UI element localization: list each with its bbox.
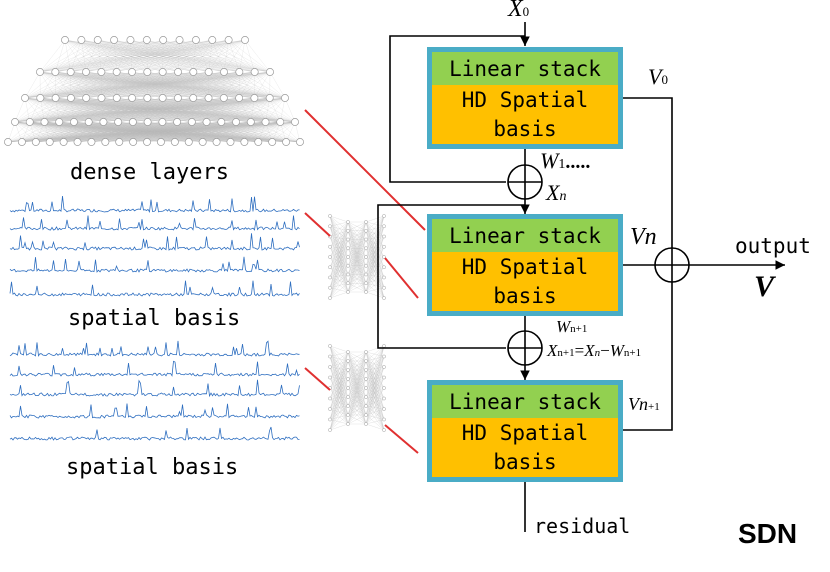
hd-spatial-line2: basis [493,283,557,308]
eq-xs: n+1 [557,347,575,359]
block-n: Linear stack HD Spatial basis [427,214,623,316]
spatial-basis-label-2: spatial basis [66,455,239,480]
connector-dense-to-block2 [304,109,426,231]
hd-spatial-line2: basis [493,449,557,474]
linear-stack-label: Linear stack [432,219,618,252]
residual-label: residual [534,514,631,538]
block-0: Linear stack HD Spatial basis [427,47,623,149]
connector-basis1-top [304,212,331,237]
sum-junction-1 [507,164,543,200]
dense-layers-label: dense layers [70,160,229,185]
eq-xns: n [594,347,601,359]
output-symbol: V [754,270,775,303]
hd-spatial-line1: HD Spatial [461,254,589,279]
sdn-title: SDN [738,518,798,549]
eq-w: W [609,341,624,360]
skip-line-xn [377,204,525,349]
w1-dots: ..... [565,151,591,173]
small-network-2 [328,344,386,432]
connector-basis2-bottom [384,424,419,454]
wn1-label: Wn+1 [556,317,587,337]
x0-sub: 0 [522,4,530,19]
xn-sub: n [559,189,567,204]
residual-equation: Xn+1=Xn−Wn+1 [547,341,641,361]
vn1-line [623,282,673,431]
skip-line-x0 [389,35,525,183]
hd-spatial-basis: HD Spatial basis [432,252,618,311]
eq-xn: X [584,341,595,360]
hd-spatial-basis: HD Spatial basis [432,85,618,144]
vn1-main: Vn [628,394,648,414]
wn1-sub: n+1 [570,323,588,335]
eq-minus: − [600,341,610,360]
spatial-basis-signals [9,195,300,441]
vn1-sub: +1 [648,401,660,413]
v0-sub: 0 [661,72,668,87]
linear-stack-label: Linear stack [432,52,618,85]
red-connectors [304,109,426,454]
spatial-basis-label-1: spatial basis [68,306,241,331]
dense-layers-network [4,36,304,146]
small-network-1 [328,214,386,300]
sum-junction-2 [507,330,543,366]
eq-equals: = [574,341,585,360]
connector-basis2-top [304,367,331,391]
x0-main: X [508,0,523,22]
block-n1: Linear stack HD Spatial basis [427,380,623,482]
sum-junction-output [654,247,690,283]
xn-main: X [546,180,560,205]
v0-main: V [648,64,662,89]
vn-label: Vn [630,224,657,250]
connector-basis1-bottom [384,257,419,299]
w1-label: W1..... [540,148,590,174]
v0-line [623,97,673,248]
eq-x: X [547,341,558,360]
hd-spatial-basis: HD Spatial basis [432,418,618,477]
eq-ws: n+1 [623,347,642,359]
output-label: output [735,234,811,258]
wn1-main: W [556,317,571,336]
hd-spatial-line2: basis [493,116,557,141]
w1-main: W [540,148,559,173]
w1-sub: 1 [558,157,566,172]
hd-spatial-line1: HD Spatial [461,420,589,445]
linear-stack-label: Linear stack [432,385,618,418]
x0-label: X0 [508,0,529,23]
xn-label: Xn [546,180,566,206]
vn1-label: Vn+1 [628,394,660,415]
flow-lines [377,22,785,532]
hd-spatial-line1: HD Spatial [461,87,589,112]
v0-label: V0 [648,64,668,90]
